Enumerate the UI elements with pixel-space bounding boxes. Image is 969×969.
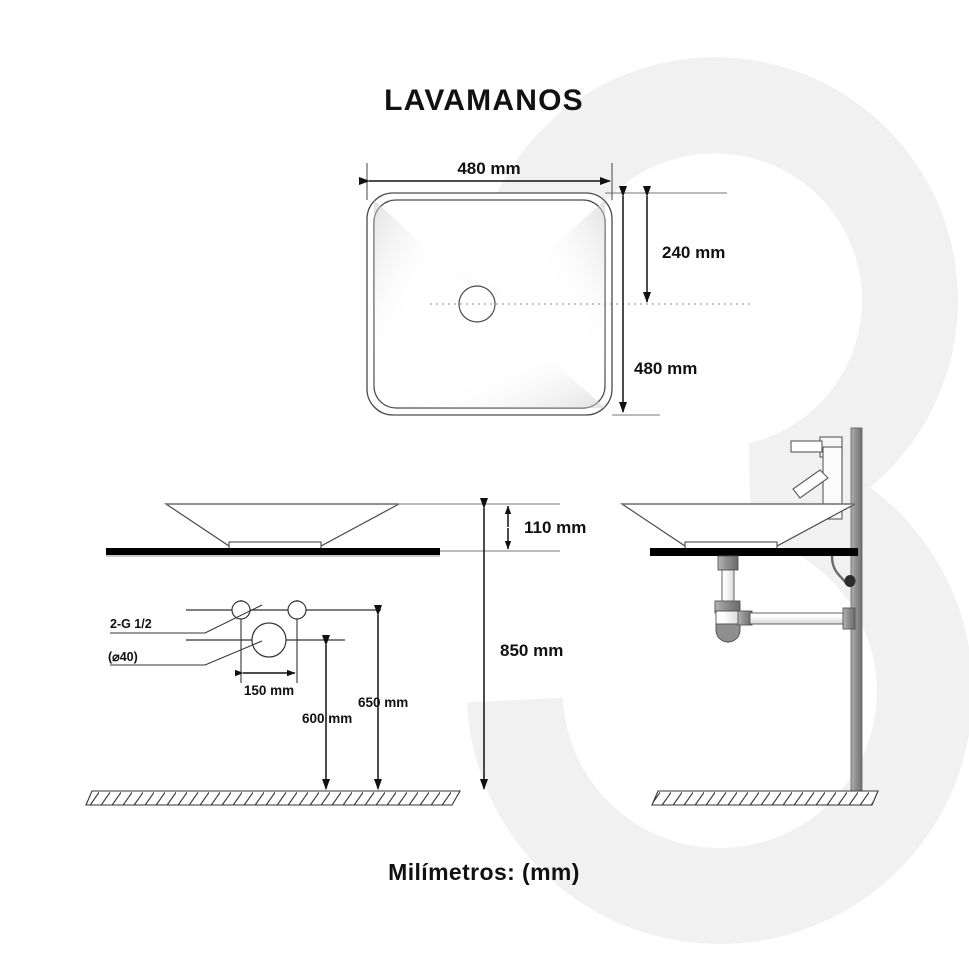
drain-outlet	[251, 622, 287, 658]
dimension-label-width: 480 mm	[457, 159, 520, 178]
installation-view	[620, 427, 879, 806]
dimension-label-center-offset: 240 mm	[662, 243, 725, 262]
top-view: 480 mm 240 mm 480 mm	[359, 159, 750, 416]
countertop-installed	[650, 548, 858, 556]
supply-inlet-left	[231, 600, 251, 620]
wall-faucet	[790, 436, 843, 520]
drain-collar	[717, 555, 739, 571]
basin-installed-profile	[620, 503, 856, 547]
drain-hole	[458, 285, 496, 323]
floor-left	[85, 790, 461, 806]
dimension-label-basin-height: 110 mm	[524, 518, 586, 537]
page-title: LAVAMANOS	[384, 84, 584, 117]
basin-installed-base	[684, 541, 778, 550]
dimension-supply-height: 600 mm	[302, 635, 352, 790]
bottle-trap-cap	[715, 623, 741, 643]
faucet-spout	[790, 440, 823, 453]
watermark-numeral-3	[467, 57, 969, 944]
dimension-label-supply-height: 600 mm	[302, 711, 352, 726]
units-caption: Milímetros: (mm)	[388, 859, 580, 885]
basin-base-plate	[228, 541, 322, 550]
floor-hatch-right	[651, 790, 879, 806]
floor-hatch-left	[85, 790, 461, 806]
basin-side-profile	[164, 503, 400, 547]
plumbing-detail: 2-G 1/2 (⌀40) 150 mm	[108, 600, 381, 698]
faucet-column	[822, 446, 843, 520]
leader-drain	[110, 640, 263, 666]
dimension-top-depth: 480 mm	[619, 186, 697, 413]
note-drain-diameter: (⌀40)	[108, 650, 138, 664]
note-supply-connections: 2-G 1/2	[110, 617, 152, 631]
dimension-label-counter-height: 850 mm	[500, 641, 563, 660]
side-view: 110 mm 2-G 1/2 (⌀40)	[85, 498, 586, 806]
supply-valve	[844, 575, 856, 587]
dimension-top-width: 480 mm	[359, 159, 613, 200]
dimension-basin-height: 110 mm	[399, 503, 586, 552]
faucet-handle	[792, 469, 829, 499]
leader-supply	[110, 604, 263, 634]
dimension-label-depth: 480 mm	[634, 359, 697, 378]
countertop-slab	[106, 548, 440, 555]
dimension-label-supply-spacing: 150 mm	[244, 683, 294, 698]
supply-inlet-right	[287, 600, 307, 620]
dimension-label-drain-height: 650 mm	[358, 695, 408, 710]
waste-pipe	[749, 612, 846, 625]
waste-wall-flange	[842, 607, 856, 630]
drain-assembly	[714, 555, 856, 643]
supply-hose	[830, 555, 856, 587]
dimension-counter-height: 850 mm	[480, 498, 563, 790]
basin-surface-shading	[374, 200, 605, 408]
dimension-center-offset: 240 mm	[643, 186, 725, 303]
dimension-drain-height: 650 mm	[358, 605, 408, 790]
